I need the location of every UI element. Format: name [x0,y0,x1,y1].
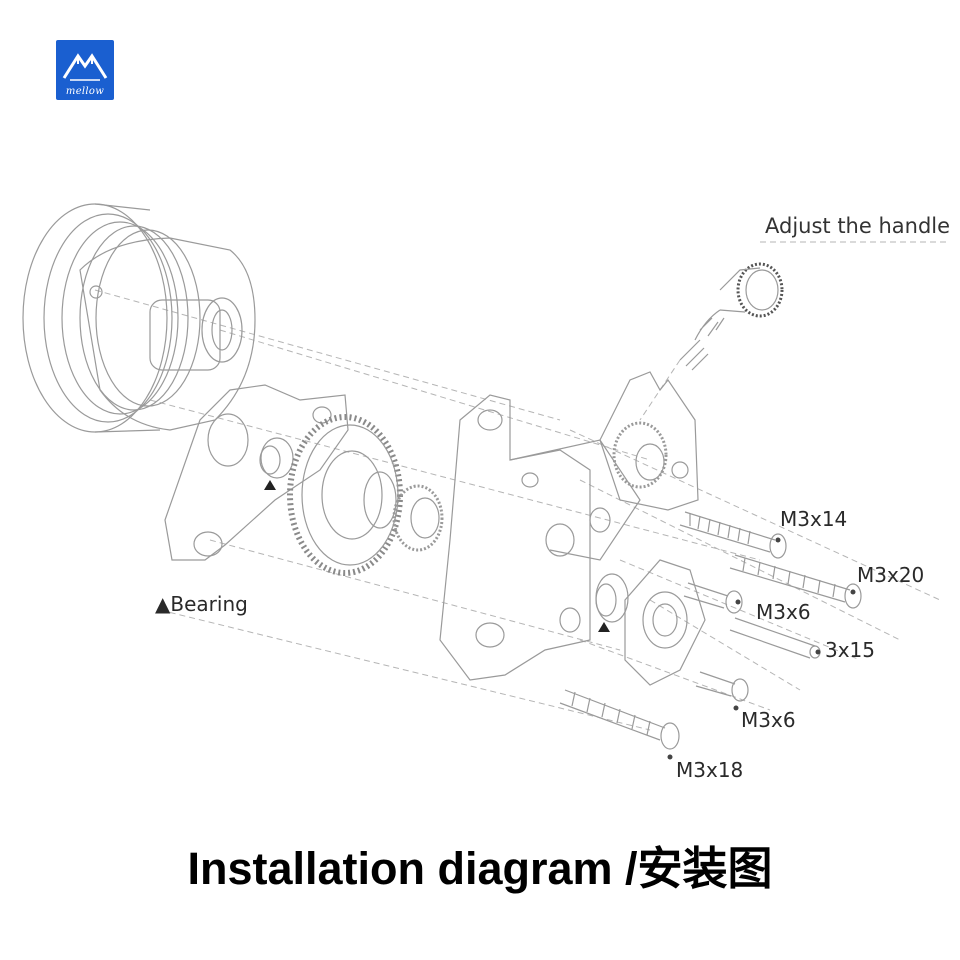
bearing-right [595,573,629,623]
label-m3x18: M3x18 [676,758,744,782]
assembly-axis-lines [94,241,950,731]
idler-arm [599,371,699,511]
tension-handle [679,262,784,371]
stepper-motor [22,203,256,433]
page-title: Installation diagram /安装图 [187,843,773,894]
mellow-logo-mark-icon [62,53,108,81]
screw-m3x14 [679,511,787,559]
mellow-logo: mellow [56,40,114,100]
label-m3x6-lower: M3x6 [741,708,796,732]
label-leader-dots [667,537,856,760]
drive-gear [287,414,444,576]
label-m3x6-upper: M3x6 [756,600,811,624]
label-adjust-handle: Adjust the handle [765,214,951,238]
label-m3x20: M3x20 [857,563,925,587]
screw-m3x18 [559,689,680,750]
logo-text: mellow [65,86,105,97]
screw-m3x6-upper [683,582,743,614]
screw-m3x20 [729,554,862,609]
label-m3x14: M3x14 [780,507,848,531]
extruder-body [439,394,641,681]
screw-m3x6-lower [695,671,749,702]
label-3x15: 3x15 [825,638,876,662]
bearing-left [259,437,294,479]
bearing-left-marker-icon [264,480,276,490]
back-plate [624,559,706,686]
label-bearing: ▲Bearing [155,592,248,616]
bearing-right-marker-icon [598,622,610,632]
